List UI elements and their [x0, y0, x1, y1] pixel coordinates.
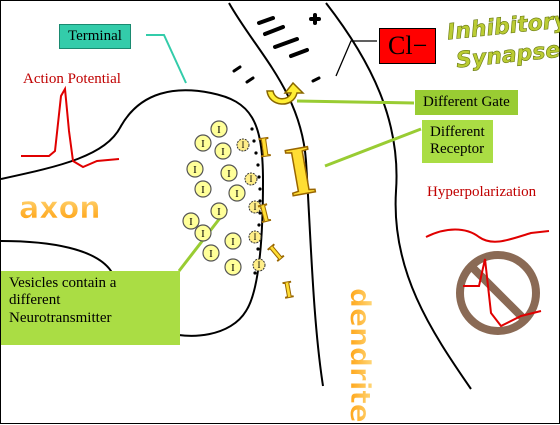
- terminal-label: Terminal: [59, 24, 131, 49]
- svg-text:I: I: [193, 164, 197, 176]
- different-receptor-label: Different Receptor: [422, 120, 493, 163]
- receptor-molecule: I: [280, 131, 320, 212]
- title-line-2: Synapse: [455, 38, 560, 74]
- svg-text:I: I: [221, 146, 225, 158]
- vesicles-line-3: Neurotransmitter: [9, 310, 172, 327]
- svg-text:I: I: [242, 140, 245, 150]
- different-receptor-line-1: Different: [430, 124, 485, 141]
- svg-text:I: I: [281, 277, 295, 304]
- svg-text:I: I: [250, 174, 253, 184]
- svg-text:I: I: [201, 184, 205, 196]
- chloride-ion-label: Cl−: [379, 28, 436, 64]
- svg-text:I: I: [217, 124, 221, 136]
- receptor-connector-line: [325, 129, 421, 166]
- vesicles-line-2: different: [9, 292, 172, 309]
- hyperpolarization-symbol: [426, 230, 549, 332]
- svg-text:I: I: [201, 228, 205, 240]
- svg-text:I: I: [227, 168, 231, 180]
- vesicles-line-1: Vesicles contain a: [9, 275, 172, 292]
- action-potential-label: Action Potential: [23, 71, 121, 88]
- ion-dashes: [234, 15, 319, 82]
- svg-text:I: I: [258, 260, 261, 270]
- svg-text:I: I: [257, 132, 272, 164]
- terminal-connector-line: [146, 35, 186, 83]
- svg-text:I: I: [235, 188, 239, 200]
- svg-text:I: I: [231, 236, 235, 248]
- different-gate-label: Different Gate: [415, 90, 518, 115]
- axon-label: axon: [19, 191, 101, 226]
- action-potential-trace: [21, 89, 119, 167]
- svg-text:I: I: [231, 262, 235, 274]
- dendrite-label: dendrite: [344, 288, 377, 423]
- svg-text:I: I: [209, 248, 213, 260]
- svg-text:I: I: [217, 206, 221, 218]
- title: Inhibitory Synapse: [446, 8, 560, 74]
- svg-text:I: I: [254, 232, 257, 242]
- svg-text:I: I: [264, 240, 288, 266]
- gate-connector-line: [297, 101, 414, 103]
- svg-text:I: I: [201, 138, 205, 150]
- hyperpolarization-label: Hyperpolarization: [427, 184, 536, 201]
- different-receptor-line-2: Receptor: [430, 141, 485, 158]
- svg-text:I: I: [189, 216, 193, 228]
- vesicles-label: Vesicles contain a different Neurotransm…: [1, 271, 180, 345]
